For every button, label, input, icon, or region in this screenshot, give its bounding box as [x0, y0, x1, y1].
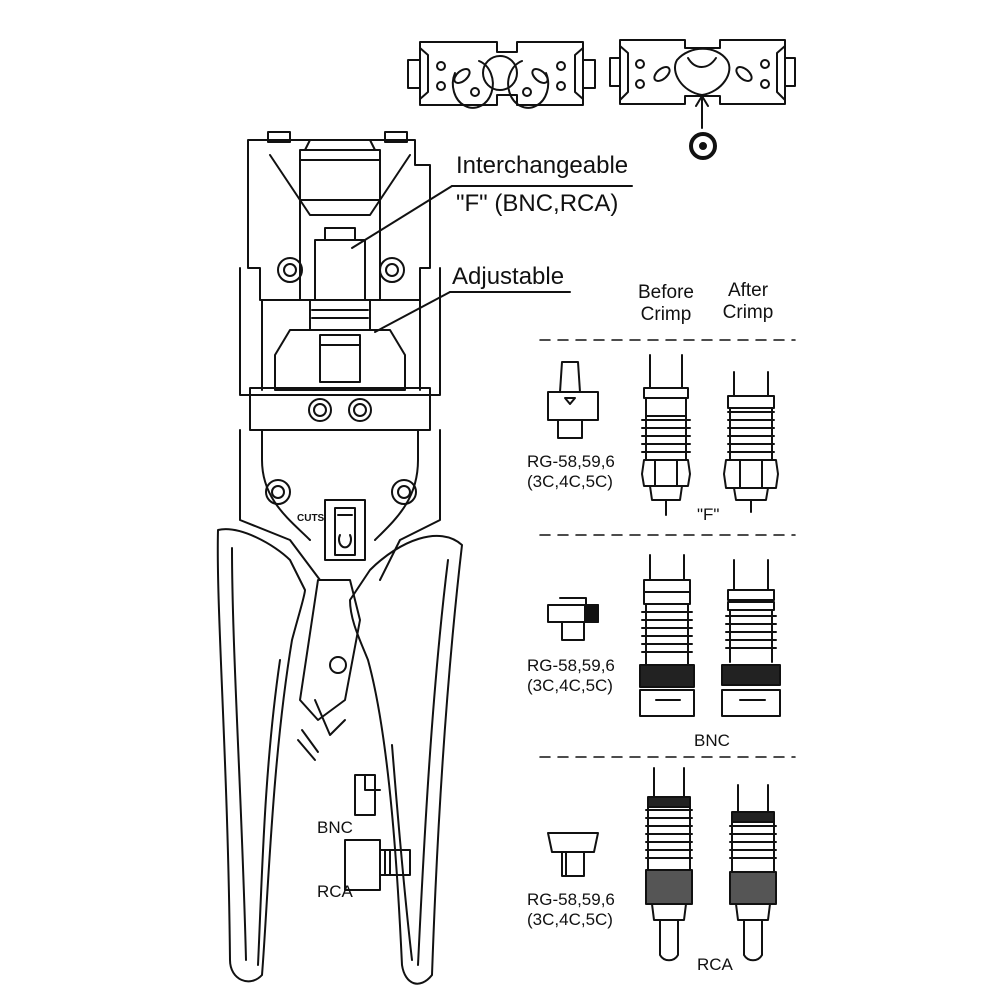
tool-body — [239, 267, 441, 581]
rca-connector-before — [645, 767, 693, 962]
bnc-connector-after — [721, 559, 781, 717]
rca-die-insert — [547, 832, 599, 877]
f-connector-after — [723, 371, 779, 513]
row-bnc-cable: RG-58,59,6 (3C,4C,5C) — [527, 656, 615, 695]
label-bnc-die: BNC — [317, 818, 353, 837]
f-die-insert — [547, 361, 599, 439]
row-bnc-connector: BNC — [694, 731, 730, 750]
column-header-before: Before Crimp — [638, 282, 694, 325]
row-rca-cable: RG-58,59,6 (3C,4C,5C) — [527, 890, 615, 929]
column-header-after: After Crimp — [722, 280, 774, 323]
callout-interchangeable: Interchangeable — [456, 152, 629, 179]
f-connector-before — [641, 354, 691, 516]
die-plate-open — [407, 41, 596, 109]
callout-lines — [351, 185, 633, 333]
label-cuts: CUTS — [297, 513, 325, 524]
label-rca-die: RCA — [317, 882, 353, 901]
callout-die-types: "F" (BNC,RCA) — [456, 190, 619, 217]
bnc-connector-before — [639, 554, 695, 717]
row-rca-connector: RCA — [697, 955, 733, 974]
tool-handles — [216, 528, 463, 985]
die-plate-closed — [609, 39, 796, 160]
row-f-connector: "F" — [697, 505, 720, 524]
bnc-die-insert — [547, 597, 599, 641]
tool-head — [247, 131, 431, 391]
row-f-cable: RG-58,59,6 (3C,4C,5C) — [527, 452, 615, 491]
section-dividers — [539, 339, 796, 758]
callout-adjustable: Adjustable — [452, 263, 565, 290]
rca-connector-after — [729, 784, 777, 962]
